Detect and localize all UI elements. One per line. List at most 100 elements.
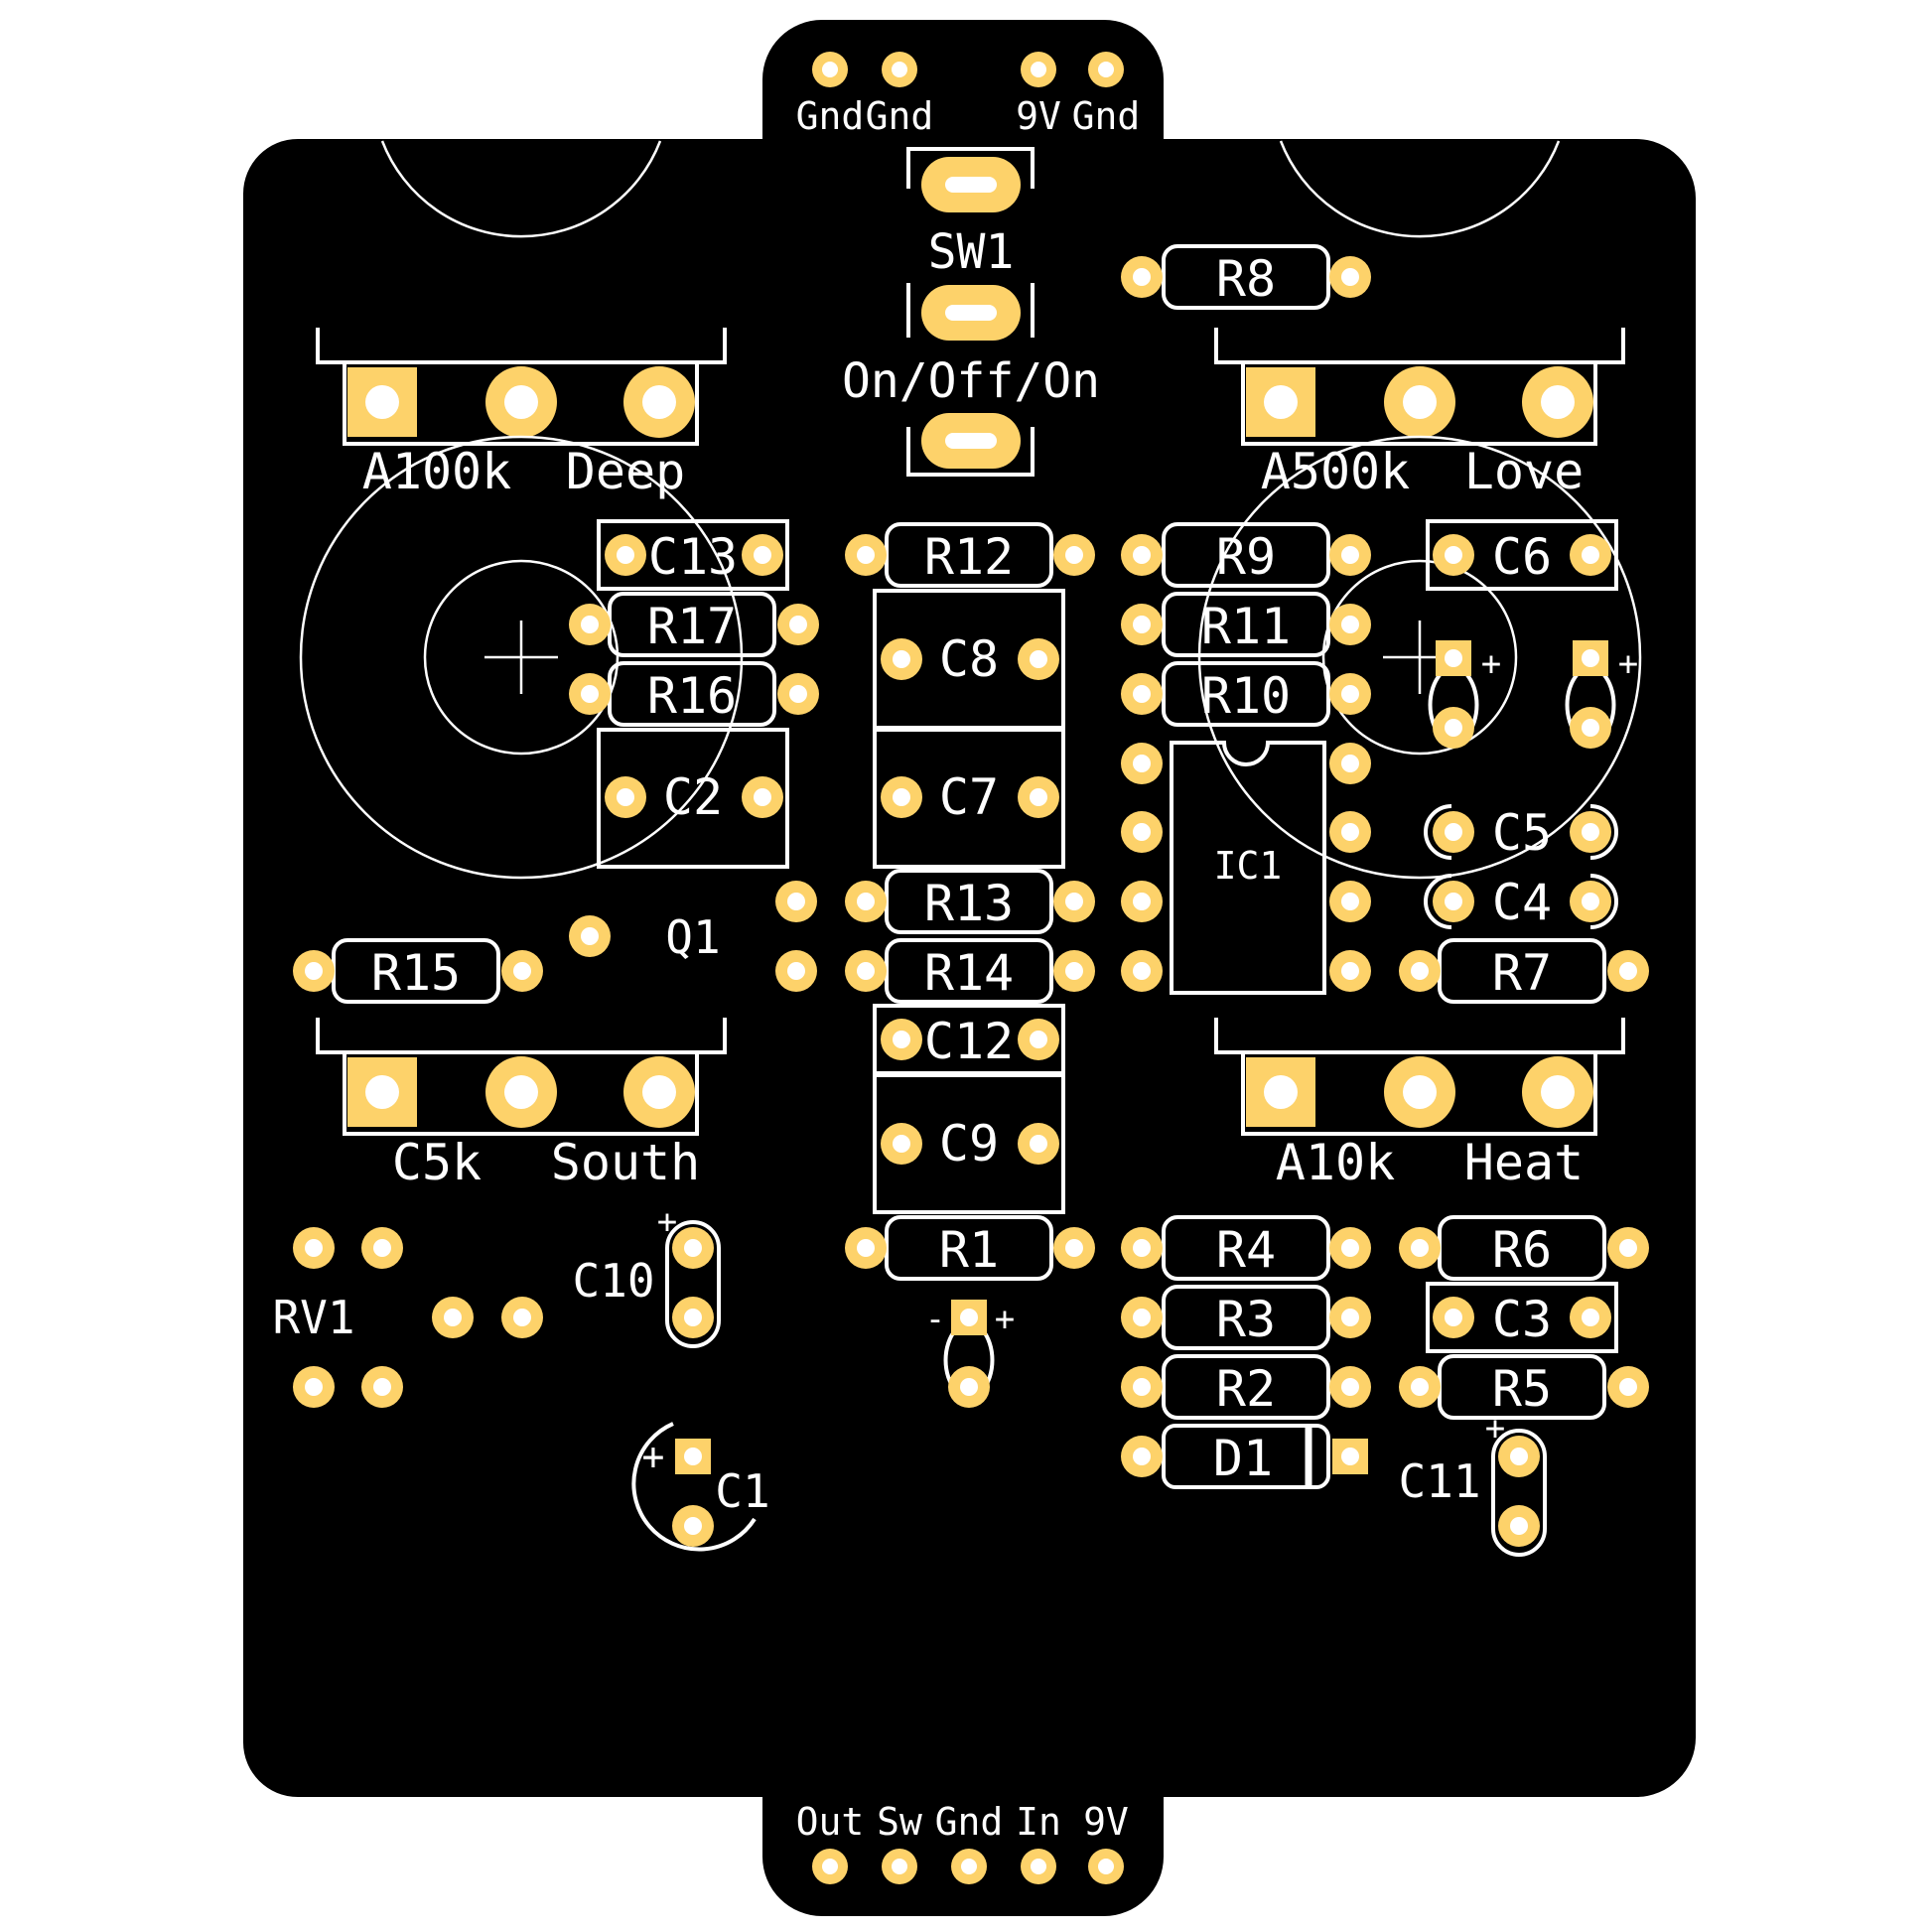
pot-south-name: South	[551, 1134, 701, 1191]
pot-love-value: A500k	[1261, 443, 1411, 500]
pot-south: C5k South	[316, 1018, 727, 1191]
capacitor-c9: C9	[873, 1073, 1065, 1214]
capacitor-c7: C7	[873, 728, 1065, 869]
cap-left-plus: +	[1481, 644, 1501, 684]
switch-type: On/Off/On	[842, 353, 1100, 409]
electrolytic-cap-left: +	[1428, 640, 1501, 749]
resistor-r9: R9	[1121, 522, 1371, 588]
q1-label: Q1	[665, 910, 720, 964]
c3-label: C3	[1492, 1291, 1552, 1348]
resistor-r10: R10	[1121, 661, 1371, 727]
capacitor-c10: + C10	[572, 1202, 721, 1348]
r10-label: R10	[1201, 667, 1291, 725]
resistor-r15: R15	[293, 938, 543, 1004]
ic1-label: IC1	[1214, 844, 1283, 888]
diode-d1: D1	[1121, 1424, 1368, 1489]
top-label-3: 9V	[1016, 94, 1061, 138]
resistor-r1: R1	[845, 1215, 1095, 1281]
resistor-r11: R11	[1121, 592, 1371, 657]
resistor-r6: R6	[1399, 1215, 1649, 1281]
center-cap-minus: -	[925, 1300, 945, 1339]
r13-label: R13	[924, 875, 1014, 932]
c1-plus: +	[642, 1435, 665, 1478]
left-jack-arc	[380, 140, 662, 238]
capacitor-c2: C2	[597, 728, 789, 869]
c9-label: C9	[939, 1115, 999, 1173]
top-label-2: Gnd	[866, 94, 934, 138]
c6-label: C6	[1492, 528, 1552, 586]
r7-label: R7	[1492, 944, 1552, 1002]
r9-label: R9	[1216, 528, 1276, 586]
top-label-4: Gnd	[1072, 94, 1141, 138]
c10-label: C10	[572, 1254, 654, 1308]
electrolytic-cap-center: - +	[925, 1300, 1015, 1408]
switch-ref: SW1	[928, 224, 1015, 280]
c11-plus: +	[1485, 1409, 1505, 1449]
resistor-r7: R7	[1399, 938, 1649, 1004]
top-connector: Gnd Gnd 9V Gnd	[796, 52, 1141, 138]
transistor-q1: Q1	[569, 910, 721, 964]
r4-label: R4	[1216, 1221, 1276, 1279]
r1-label: R1	[939, 1221, 999, 1279]
capacitor-c5: C5	[1424, 804, 1618, 862]
r11-label: R11	[1201, 598, 1291, 655]
bottom-connector: Out Sw Gnd In 9V	[796, 1800, 1129, 1884]
c2-label: C2	[663, 768, 723, 826]
r6-label: R6	[1492, 1221, 1552, 1279]
capacitor-c4: C4	[1424, 874, 1618, 931]
c1-label: C1	[715, 1464, 769, 1518]
bottom-label-2: Sw	[877, 1800, 922, 1844]
capacitor-c13: C13	[597, 519, 789, 591]
capacitor-c1: + C1	[631, 1422, 770, 1552]
bottom-label-1: Out	[796, 1800, 865, 1844]
c7-label: C7	[939, 768, 999, 826]
bottom-label-3: Gnd	[935, 1800, 1004, 1844]
center-cap-plus: +	[995, 1300, 1015, 1339]
resistor-r8: R8	[1121, 244, 1371, 310]
r12-label: R12	[924, 528, 1014, 586]
resistor-r13: R13	[775, 869, 1095, 934]
capacitor-c11: + C11	[1398, 1409, 1547, 1557]
capacitor-c3: C3	[1426, 1282, 1618, 1353]
ic1-dip8: IC1	[1121, 741, 1371, 995]
resistor-r4: R4	[1121, 1215, 1371, 1281]
c4-label: C4	[1492, 874, 1552, 931]
rv1-label: RV1	[272, 1291, 354, 1344]
r16-label: R16	[647, 667, 737, 725]
resistor-r16: R16	[569, 661, 819, 727]
right-jack-arc	[1279, 140, 1561, 238]
resistor-r12: R12	[845, 522, 1095, 588]
d1-label: D1	[1213, 1430, 1273, 1487]
switch-sw1: SW1 On/Off/On	[842, 147, 1100, 477]
c10-plus: +	[657, 1202, 677, 1242]
bottom-label-4: In	[1016, 1800, 1061, 1844]
pot-heat-name: Heat	[1464, 1134, 1584, 1191]
c12-label: C12	[924, 1013, 1014, 1070]
pot-heat-value: A10k	[1276, 1134, 1395, 1191]
c5-label: C5	[1492, 804, 1552, 862]
c13-label: C13	[648, 528, 738, 586]
r5-label: R5	[1492, 1360, 1552, 1418]
c8-label: C8	[939, 630, 999, 688]
resistor-r3: R3	[1121, 1285, 1371, 1350]
electrolytic-cap-right: +	[1565, 640, 1638, 749]
r3-label: R3	[1216, 1291, 1276, 1348]
cap-right-plus: +	[1618, 644, 1638, 684]
bottom-label-5: 9V	[1083, 1800, 1129, 1844]
pot-heat: A10k Heat	[1214, 1018, 1625, 1191]
capacitor-c6: C6	[1426, 519, 1618, 591]
r14-label: R14	[924, 944, 1014, 1002]
resistor-r14: R14	[775, 938, 1095, 1004]
capacitor-c12: C12	[873, 1004, 1065, 1075]
capacitor-c8: C8	[873, 589, 1065, 730]
resistor-r2: R2	[1121, 1354, 1371, 1420]
r15-label: R15	[371, 944, 461, 1002]
r2-label: R2	[1216, 1360, 1276, 1418]
trimmer-rv1: RV1	[272, 1227, 543, 1408]
top-label-1: Gnd	[796, 94, 865, 138]
c11-label: C11	[1398, 1454, 1480, 1508]
r17-label: R17	[647, 598, 737, 655]
resistor-r5: R5	[1399, 1354, 1649, 1420]
resistor-r17: R17	[569, 592, 819, 657]
